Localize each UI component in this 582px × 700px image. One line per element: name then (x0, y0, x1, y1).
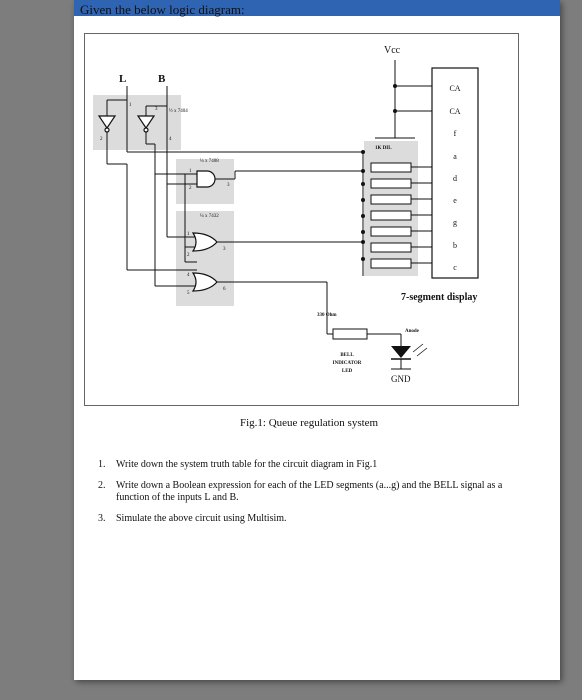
figure-caption: Fig.1: Queue regulation system (240, 417, 379, 429)
junction-dots (361, 84, 397, 261)
svg-text:INDICATOR: INDICATOR (333, 361, 362, 366)
seven-segment-display (431, 67, 479, 279)
input-b-label: B (158, 73, 166, 85)
svg-text:5: 5 (187, 291, 190, 296)
resistor-330 (332, 328, 368, 340)
svg-text:4: 4 (169, 137, 172, 142)
anode-label: Anode (405, 329, 420, 334)
svg-text:2: 2 (189, 186, 192, 191)
question-1-number: 1. (98, 459, 106, 470)
bell-indicator-label: BELL INDICATOR LED (333, 353, 362, 374)
question-2-text: Write down a Boolean expression for each… (116, 480, 503, 503)
input-l-label: L (119, 73, 126, 85)
svg-text:a: a (453, 152, 457, 161)
led-light-arrows (412, 343, 428, 357)
svg-text:d: d (453, 174, 457, 183)
resistor-330-label: 330 Ohm (317, 313, 337, 318)
question-3-text: Simulate the above circuit using Multisi… (116, 513, 287, 524)
svg-text:c: c (453, 263, 457, 272)
chip-7404-label: ½ x 7404 (169, 109, 188, 114)
svg-text:b: b (453, 241, 457, 250)
question-3-number: 3. (98, 513, 106, 524)
svg-text:2: 2 (100, 137, 103, 142)
svg-text:1: 1 (189, 169, 192, 174)
svg-text:3: 3 (227, 183, 230, 188)
pin-numbers: 1 2 3 4 1 2 3 1 2 3 4 5 6 (100, 103, 230, 296)
svg-text:CA: CA (449, 107, 460, 116)
question-2: 2. Write down a Boolean expression for e… (98, 480, 538, 504)
svg-text:6: 6 (223, 287, 226, 292)
question-3: 3. Simulate the above circuit using Mult… (98, 513, 538, 525)
inverter-1 (97, 115, 117, 133)
svg-text:e: e (453, 196, 457, 205)
svg-text:CA: CA (449, 84, 460, 93)
svg-text:3: 3 (223, 247, 226, 252)
window-top-bar (74, 0, 560, 16)
display-title: 7-segment display (401, 292, 477, 303)
vcc-label: Vcc (384, 45, 401, 56)
resistor-dil-label: 1K DIL (375, 146, 392, 151)
inverter-2 (136, 115, 156, 133)
resistor-dil-panel (364, 141, 418, 276)
page-heading: Given the below logic diagram: (80, 2, 245, 17)
chip-7408-label: ¼ x 7408 (200, 159, 219, 164)
gnd-label: GND (391, 374, 411, 384)
logic-diagram: L B ½ x 7404 ¼ x 7408 ¼ x 7432 (84, 33, 519, 406)
svg-text:f: f (454, 129, 457, 138)
or-gate-2 (191, 272, 218, 292)
svg-text:1: 1 (129, 103, 132, 108)
svg-text:LED: LED (342, 369, 353, 374)
svg-text:3: 3 (155, 107, 158, 112)
svg-text:2: 2 (187, 253, 190, 258)
or-gate-1 (191, 232, 218, 252)
question-2-number: 2. (98, 480, 106, 491)
vcc-rail (375, 60, 432, 139)
bell-led (391, 346, 411, 358)
question-1: 1. Write down the system truth table for… (98, 459, 538, 471)
and-gate (196, 170, 216, 188)
svg-text:BELL: BELL (340, 353, 354, 358)
question-list: 1. Write down the system truth table for… (98, 459, 538, 534)
svg-text:4: 4 (187, 273, 190, 278)
chip-7432-label: ¼ x 7432 (200, 214, 219, 219)
question-1-text: Write down the system truth table for th… (116, 459, 378, 470)
chip-7432-panel (176, 211, 234, 306)
svg-text:1: 1 (187, 232, 190, 237)
input-wires (106, 86, 363, 287)
display-pins: CA CA f a d e g b c (449, 84, 460, 272)
svg-text:g: g (453, 218, 457, 227)
logic-diagram-svg: L B ½ x 7404 ¼ x 7408 ¼ x 7432 (93, 45, 479, 384)
resistor-dil (370, 162, 412, 269)
